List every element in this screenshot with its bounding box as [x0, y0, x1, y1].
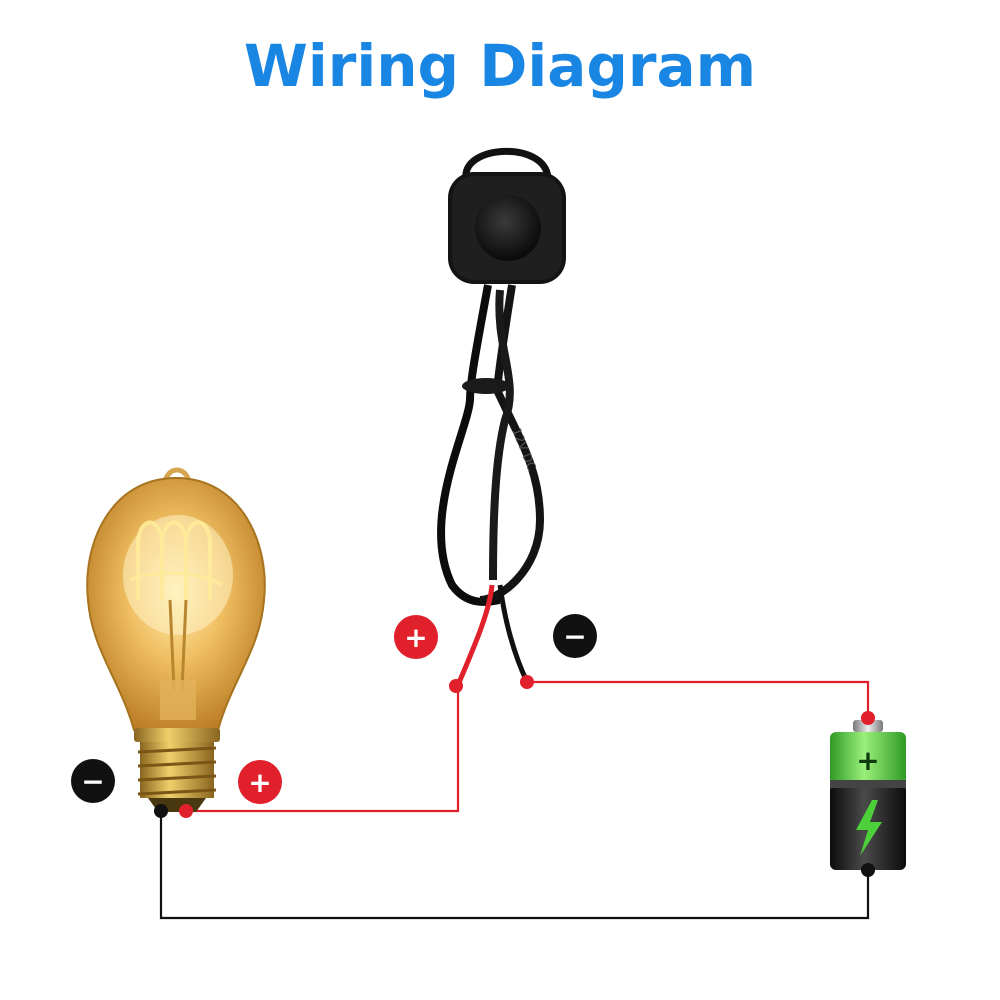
switch-button	[475, 195, 541, 261]
switch-negative-terminal	[520, 675, 534, 689]
svg-text:−: −	[81, 765, 104, 798]
battery: +	[830, 720, 906, 870]
bulb-positive-sign: +	[238, 760, 282, 804]
battery-cap	[853, 720, 883, 732]
switch-cable-label: 12V DC	[509, 426, 539, 473]
battery-positive-mark: +	[856, 744, 879, 777]
positive-wire-switch-to-battery	[527, 680, 870, 718]
svg-text:+: +	[248, 766, 271, 799]
bulb-screw-base	[137, 742, 217, 798]
connection-points	[154, 675, 875, 877]
svg-text:−: −	[563, 620, 586, 653]
bulb-negative-sign: −	[71, 759, 115, 803]
edison-bulb	[86, 467, 266, 812]
battery-positive-terminal	[861, 711, 875, 725]
switch-positive-terminal	[449, 679, 463, 693]
bulb-negative-terminal	[154, 804, 168, 818]
lightning-icon	[856, 800, 882, 856]
push-button-switch: 12V DC	[437, 147, 566, 686]
switch-negative-sign: −	[553, 614, 597, 658]
polarity-signs: + − − +	[71, 614, 597, 804]
switch-positive-sign: +	[394, 615, 438, 659]
positive-wire-bulb-to-switch	[186, 685, 460, 813]
negative-wire-bulb-to-battery	[159, 811, 870, 920]
bulb-positive-terminal	[179, 804, 193, 818]
page-title: Wiring Diagram	[244, 32, 756, 100]
battery-negative-terminal	[861, 863, 875, 877]
wires	[159, 680, 870, 920]
svg-text:+: +	[404, 621, 427, 654]
